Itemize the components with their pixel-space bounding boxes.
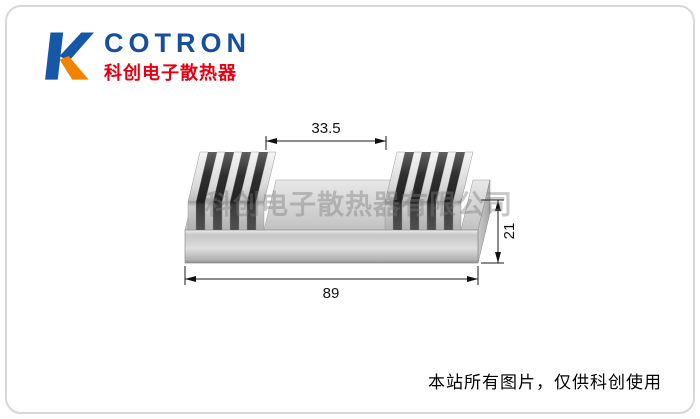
- base-front-face: [184, 229, 479, 264]
- heatsink-fin: [401, 151, 423, 231]
- arrow-left-icon: [185, 276, 196, 282]
- footer-notice: 本站所有图片，仅供科创使用: [428, 373, 662, 392]
- heatsink-fins: [187, 151, 474, 231]
- heatsink-fin: [221, 151, 243, 231]
- arrow-down-icon: [495, 252, 501, 263]
- arrow-right-icon: [375, 138, 386, 144]
- cotron-k-icon: [45, 32, 94, 80]
- heatsink-fin: [238, 151, 260, 231]
- k-arm-shape: [59, 32, 94, 62]
- brand-subtitle: 科创电子散热器: [104, 63, 237, 83]
- dim-width-label: 89: [323, 285, 340, 302]
- dimension-fin-gap: 33.5: [265, 120, 387, 150]
- logo-text: COTRON 科创电子散热器: [104, 28, 251, 83]
- logo: COTRON 科创电子散热器: [36, 26, 251, 86]
- arrow-up-icon: [495, 200, 501, 211]
- heatsink-fin: [435, 151, 457, 231]
- heatsink-fin: [187, 151, 209, 231]
- heatsink-body: [184, 151, 491, 264]
- k-leg-shape: [59, 56, 89, 80]
- arrow-left-icon: [266, 138, 277, 144]
- heatsink-fin: [418, 151, 440, 231]
- brand-name: COTRON: [104, 28, 251, 58]
- dim-fin-gap-label: 33.5: [311, 120, 340, 137]
- heatsink-fin: [452, 151, 474, 231]
- heatsink-fin: [204, 151, 226, 231]
- k-stem-shape: [45, 32, 64, 80]
- watermark-text: 科创电子散热器有限公司: [205, 190, 513, 220]
- dimension-total-width: 89: [184, 266, 479, 302]
- dim-height-label: 21: [501, 223, 518, 240]
- heatsink-fin: [255, 151, 277, 231]
- heatsink-fin: [384, 151, 406, 231]
- arrow-right-icon: [467, 276, 478, 282]
- dimension-total-height: 21: [481, 199, 518, 264]
